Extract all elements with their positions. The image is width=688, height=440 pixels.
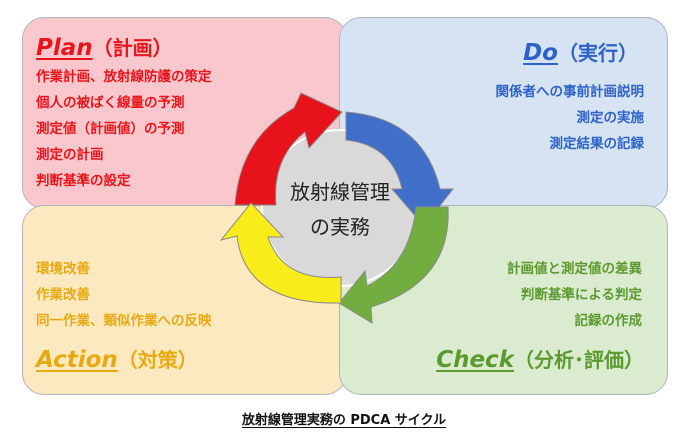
plan-item: 判断基準の設定 [36, 173, 131, 189]
do-title-jp: （実行） [558, 41, 638, 65]
action-title-jp: （対策） [117, 348, 198, 372]
check-title-en: Check [436, 347, 514, 373]
check-item: 計画値と測定値の差異 [507, 261, 642, 277]
do-item-list: 関係者への事前計画説明 測定の実施 測定結果の記録 [496, 79, 645, 157]
action-item: 同一作業、類似作業への反映 [36, 313, 212, 329]
plan-title-jp: （計画） [92, 36, 173, 60]
action-arrow [219, 202, 342, 304]
plan-item: 測定値（計画値）の予測 [36, 121, 185, 137]
plan-title: Plan（計画） [36, 32, 173, 61]
figure-caption: 放射線管理実務の PDCA サイクル [0, 409, 688, 428]
check-arrow [338, 206, 449, 324]
do-item: 測定結果の記録 [549, 136, 645, 152]
plan-item-list: 作業計画、放射線防護の策定 個人の被ばく線量の予測 測定値（計画値）の予測 測定… [36, 64, 212, 194]
check-item: 判断基準による判定 [520, 287, 642, 303]
plan-arrow [234, 92, 343, 206]
center-label-line2: の実務 [310, 215, 370, 239]
check-item: 記録の作成 [574, 313, 643, 329]
check-item-list: 計画値と測定値の差異 判断基準による判定 記録の作成 [507, 256, 642, 334]
action-item-list: 環境改善 作業改善 同一作業、類似作業への反映 [36, 256, 212, 334]
plan-item: 測定の計画 [36, 147, 104, 163]
action-item: 作業改善 [36, 287, 90, 303]
action-item: 環境改善 [36, 261, 90, 277]
check-title: Check（分析･評価） [436, 344, 644, 373]
do-item: 測定の実施 [576, 110, 645, 126]
plan-title-en: Plan [36, 35, 93, 61]
center-label-line1: 放射線管理 [290, 180, 390, 204]
do-title: Do（実行） [523, 37, 638, 66]
caption-text: 放射線管理実務の PDCA サイクル [241, 413, 447, 428]
action-title: Action（対策） [36, 344, 198, 373]
do-title-en: Do [523, 40, 558, 66]
do-item: 関係者への事前計画説明 [495, 84, 645, 100]
plan-item: 作業計画、放射線防護の策定 [36, 69, 212, 85]
plan-item: 個人の被ばく線量の予測 [36, 95, 185, 111]
action-title-en: Action [36, 347, 118, 373]
check-title-jp: （分析･評価） [514, 348, 644, 372]
